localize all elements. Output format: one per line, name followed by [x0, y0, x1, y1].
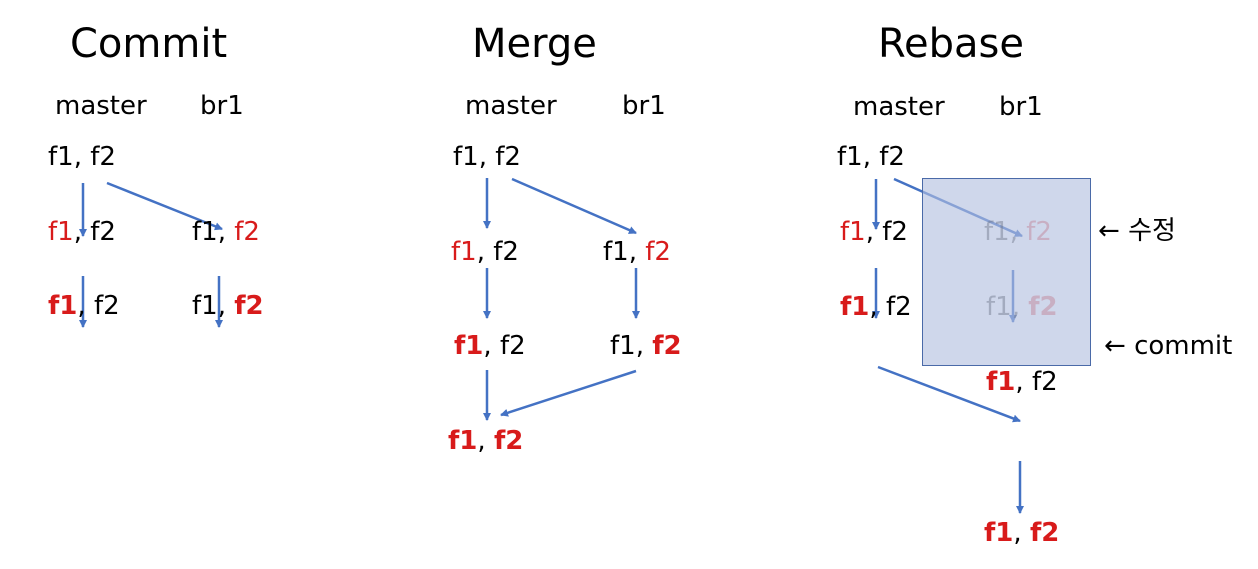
commit-title: Commit: [70, 21, 228, 67]
left-arrow-icon: ←: [1098, 216, 1120, 246]
merge-node-br1-2: f1, f2: [610, 331, 682, 361]
merge-arrow-join: [500, 369, 637, 417]
merge-node-br1-1: f1, f2: [603, 237, 671, 267]
commit-node-master-2: f1, f2: [48, 291, 120, 321]
rebase-node-master-2: f1, f2: [840, 292, 912, 322]
rebase-node-rebased: f1, f2: [986, 367, 1058, 397]
rebase-master-label: master: [853, 92, 945, 122]
commit-node-br1-1: f1, f2: [192, 217, 260, 247]
rebase-overlay-box: [922, 178, 1091, 366]
rebase-note-commit: ← commit: [1104, 333, 1232, 359]
merge-arrow-branch: [511, 177, 637, 235]
merge-node-master-1: f1, f2: [451, 237, 519, 267]
merge-node-base: f1, f2: [453, 142, 521, 172]
commit-node-br1-2: f1, f2: [192, 291, 264, 321]
rebase-node-master-1: f1, f2: [840, 217, 908, 247]
commit-master-label: master: [55, 91, 147, 121]
merge-node-result: f1, f2: [448, 426, 524, 456]
note-modify-text: 수정: [1128, 216, 1176, 246]
rebase-br1-label: br1: [999, 92, 1043, 122]
rebase-node-base: f1, f2: [837, 142, 905, 172]
merge-br1-label: br1: [622, 91, 666, 121]
rebase-node-result: f1, f2: [984, 518, 1060, 548]
commit-node-base: f1, f2: [48, 142, 116, 172]
merge-master-label: master: [465, 91, 557, 121]
commit-node-master-1: f1, f2: [48, 217, 116, 247]
merge-node-master-2: f1, f2: [454, 331, 526, 361]
rebase-note-modify: ← 수정: [1098, 218, 1176, 244]
rebase-arrow-rebased: [877, 365, 1021, 423]
note-commit-text: commit: [1134, 331, 1233, 361]
commit-br1-label: br1: [200, 91, 244, 121]
commit-arrow-branch: [106, 181, 223, 231]
rebase-title: Rebase: [878, 21, 1024, 67]
merge-title: Merge: [472, 21, 597, 67]
left-arrow-icon: ←: [1104, 331, 1126, 361]
